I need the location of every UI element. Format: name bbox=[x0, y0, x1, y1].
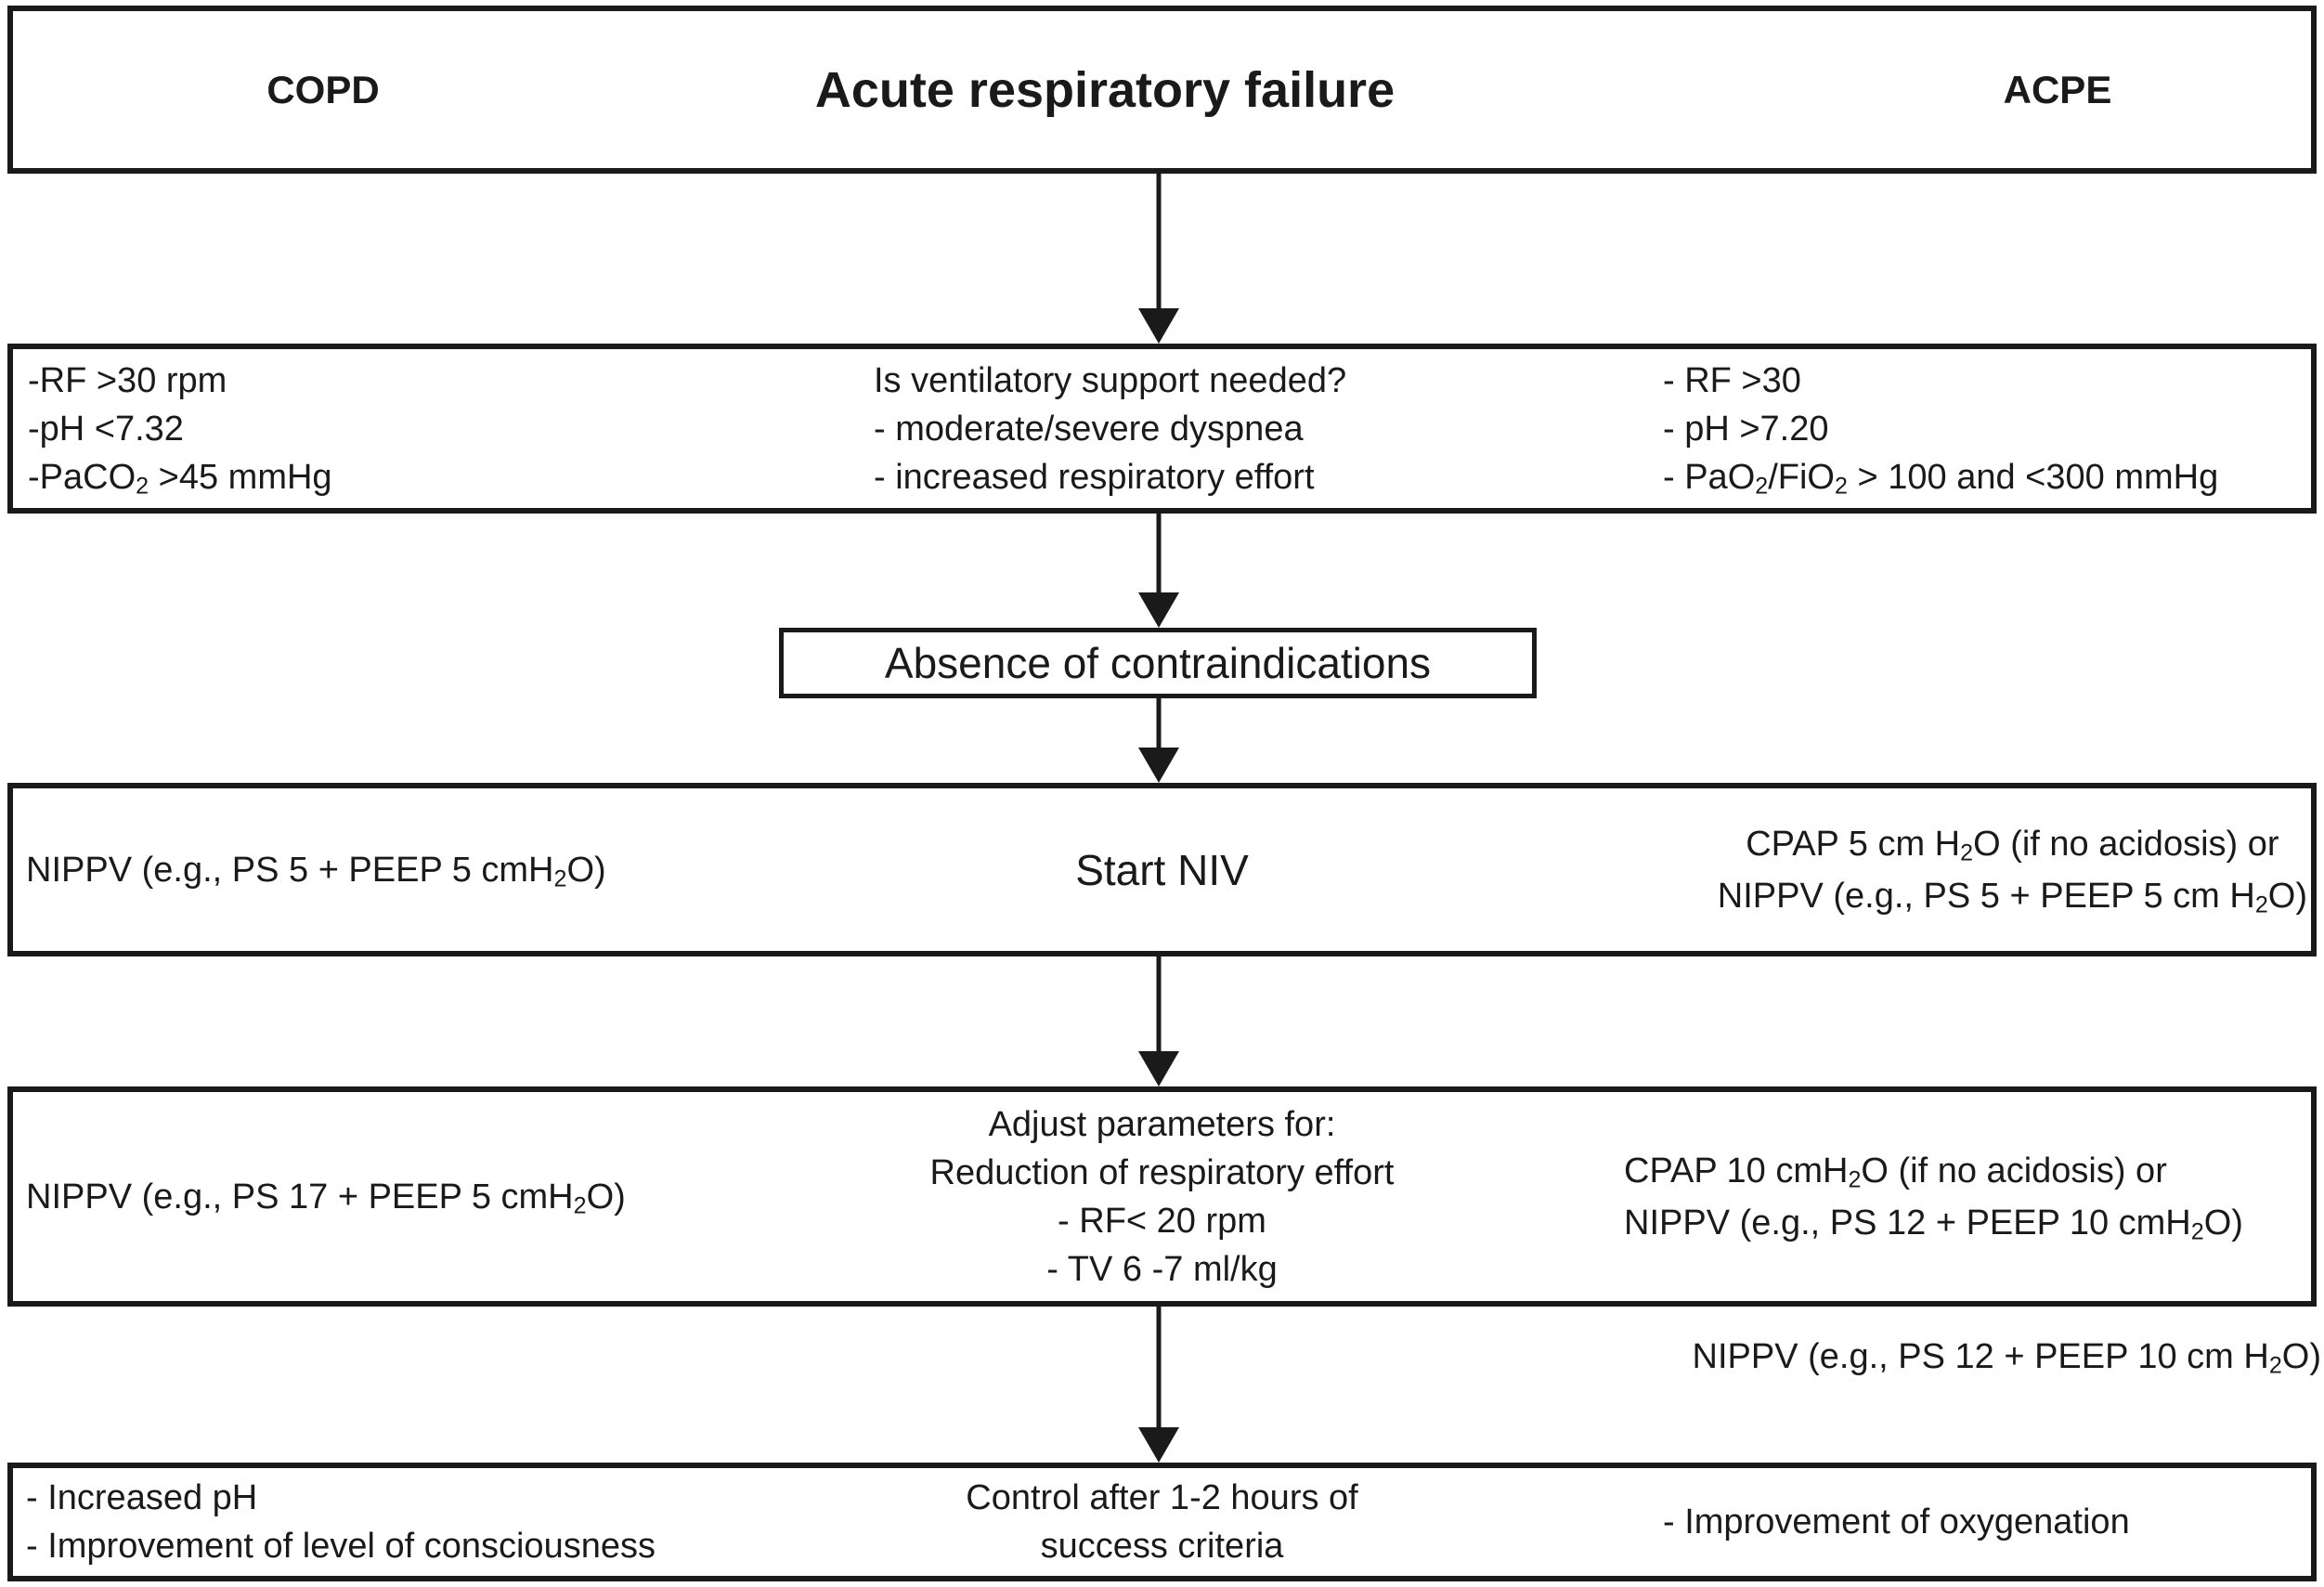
acpe-column-label: ACPE bbox=[2003, 67, 2112, 111]
arrow-down-icon bbox=[1138, 174, 1179, 344]
criteria-line: - PaO2/FiO2 > 100 and <300 mmHg bbox=[1663, 457, 2219, 500]
control-line: Control after 1-2 hours of bbox=[966, 1478, 1358, 1517]
acpe-success-criteria: - Improvement of oxygenation bbox=[1663, 1502, 2130, 1541]
arrow-down-icon bbox=[1138, 698, 1179, 783]
criteria-line: -PaCO2 >45 mmHg bbox=[28, 457, 332, 500]
criteria-line: -pH <7.32 bbox=[28, 409, 184, 449]
goal-line: Adjust parameters for: bbox=[988, 1104, 1336, 1144]
arrow-shaft bbox=[1156, 174, 1162, 316]
arrow-shaft bbox=[1156, 698, 1162, 755]
question-line: - moderate/severe dyspnea bbox=[874, 409, 1304, 449]
copd-column-label: COPD bbox=[266, 67, 380, 111]
copd-success-criteria: - Increased pH - Improvement of level of… bbox=[26, 1474, 656, 1570]
assessment-box: -RF >30 rpm -pH <7.32 -PaCO2 >45 mmHg Is… bbox=[7, 344, 2317, 514]
arrow-head bbox=[1138, 1051, 1179, 1086]
arrow-shaft bbox=[1156, 1307, 1162, 1435]
contraindications-label: Absence of contraindications bbox=[884, 639, 1432, 687]
adjust-goals: Adjust parameters for: Reduction of resp… bbox=[13, 1100, 2311, 1294]
ventilatory-support-question: Is ventilatory support needed? - moderat… bbox=[874, 357, 1346, 501]
question-line: - increased respiratory effort bbox=[874, 457, 1315, 497]
setting-line: NIPPV (e.g., PS 12 + PEEP 10 cmH2O) bbox=[1624, 1203, 2243, 1245]
arrow-head bbox=[1138, 592, 1179, 628]
acpe-criteria: - RF >30 - pH >7.20 - PaO2/FiO2 > 100 an… bbox=[1663, 357, 2218, 501]
arrow-down-icon bbox=[1138, 956, 1179, 1086]
criteria-line: - pH >7.20 bbox=[1663, 409, 1829, 449]
start-niv-box: NIPPV (e.g., PS 5 + PEEP 5 cmH2O) Start … bbox=[7, 783, 2317, 956]
setting-line: NIPPV (e.g., PS 5 + PEEP 5 cm H2O) bbox=[1717, 876, 2307, 918]
criteria-line: - Increased pH bbox=[26, 1478, 258, 1517]
goal-line: - TV 6 -7 ml/kg bbox=[1046, 1249, 1278, 1289]
arrow-shaft bbox=[1156, 956, 1162, 1059]
arrow-head bbox=[1138, 308, 1179, 344]
goal-line: - RF< 20 rpm bbox=[1058, 1201, 1266, 1241]
criteria-line: - RF >30 bbox=[1663, 360, 1801, 400]
arrow-head bbox=[1138, 1427, 1179, 1463]
goal-line: Reduction of respiratory effort bbox=[929, 1152, 1395, 1192]
acpe-niv-settings: CPAP 5 cm H2O (if no acidosis) or NIPPV … bbox=[1718, 818, 2307, 922]
start-niv-label: Start NIV bbox=[1075, 845, 1249, 894]
question-line: Is ventilatory support needed? bbox=[874, 360, 1347, 400]
copd-criteria: -RF >30 rpm -pH <7.32 -PaCO2 >45 mmHg bbox=[28, 357, 332, 501]
setting-line: CPAP 5 cm H2O (if no acidosis) or bbox=[1746, 824, 2279, 866]
criteria-line: - Improvement of level of consciousness bbox=[26, 1527, 656, 1566]
copd-adjusted-setting: NIPPV (e.g., PS 17 + PEEP 5 cmH2O) bbox=[26, 1177, 626, 1219]
arrow-head bbox=[1138, 748, 1179, 783]
acpe-adjusted-settings: CPAP 10 cmH2O (if no acidosis) or NIPPV … bbox=[1624, 1145, 2243, 1249]
header-box: COPD Acute respiratory failure ACPE bbox=[7, 6, 2317, 174]
adjust-parameters-box: NIPPV (e.g., PS 17 + PEEP 5 cmH2O) Adjus… bbox=[7, 1086, 2317, 1307]
control-label: Control after 1-2 hours of success crite… bbox=[13, 1474, 2311, 1570]
copd-niv-setting: NIPPV (e.g., PS 5 + PEEP 5 cmH2O) bbox=[26, 850, 606, 892]
page-title: Acute respiratory failure bbox=[814, 61, 1396, 118]
acpe-escalation-setting: NIPPV (e.g., PS 12 + PEEP 10 cm H2O) bbox=[1692, 1337, 2321, 1379]
arrow-down-icon bbox=[1138, 1307, 1179, 1463]
contraindications-box: Absence of contraindications bbox=[779, 628, 1537, 698]
arrow-down-icon bbox=[1138, 514, 1179, 628]
setting-line: CPAP 10 cmH2O (if no acidosis) or bbox=[1624, 1151, 2167, 1193]
control-box: - Increased pH - Improvement of level of… bbox=[7, 1463, 2317, 1581]
arrow-shaft bbox=[1156, 514, 1162, 600]
criteria-line: -RF >30 rpm bbox=[28, 360, 227, 400]
control-line: success criteria bbox=[1040, 1527, 1284, 1566]
